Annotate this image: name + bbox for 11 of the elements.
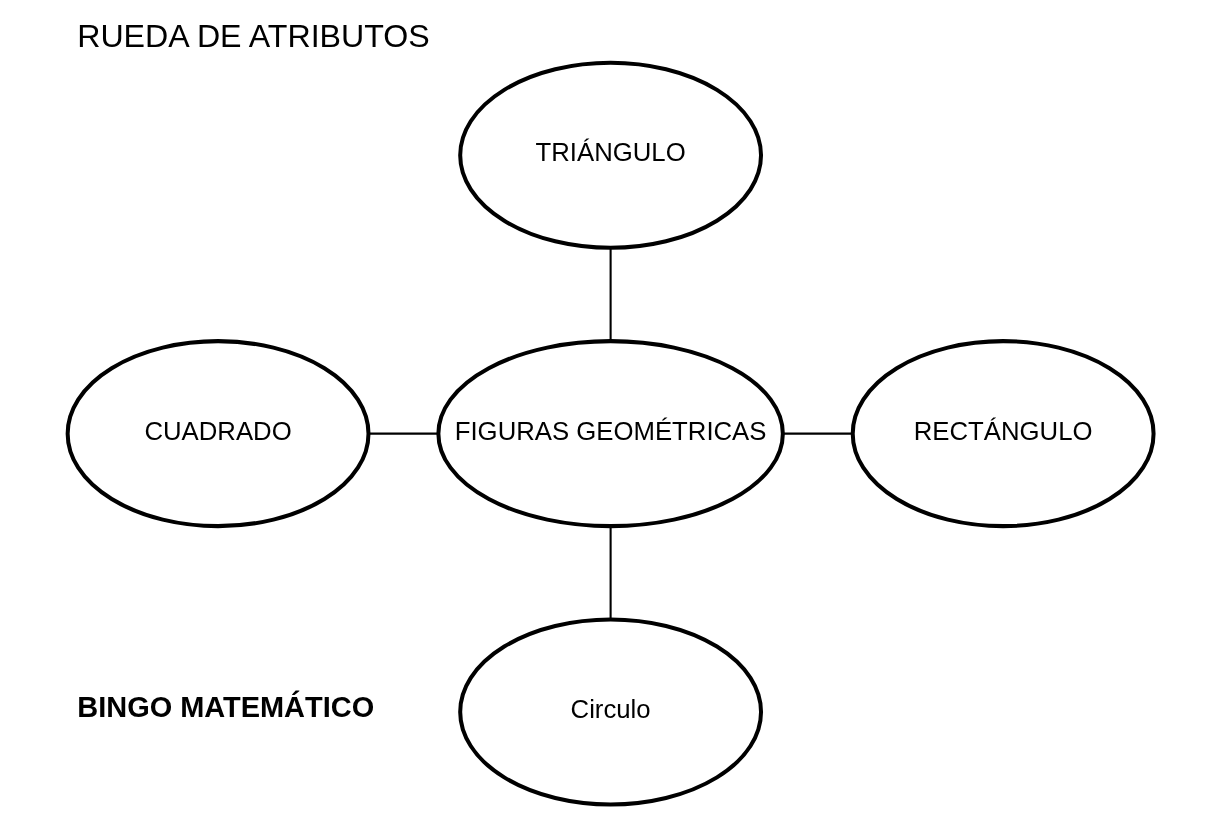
connector [609, 248, 612, 341]
node-ellipse: RECTÁNGULO [850, 339, 1156, 529]
node-ellipse: CUADRADO [65, 339, 371, 529]
node-ellipse: FIGURAS GEOMÉTRICAS [436, 339, 785, 529]
connector [609, 526, 612, 620]
node-ellipse: TRIÁNGULO [458, 60, 764, 250]
diagram-title: RUEDA DE ATRIBUTOS [77, 17, 430, 54]
connector [783, 432, 853, 435]
label: BINGO MATEMÁTICO [77, 691, 375, 724]
node-ellipse: Circulo [458, 617, 764, 807]
connector [369, 432, 438, 435]
